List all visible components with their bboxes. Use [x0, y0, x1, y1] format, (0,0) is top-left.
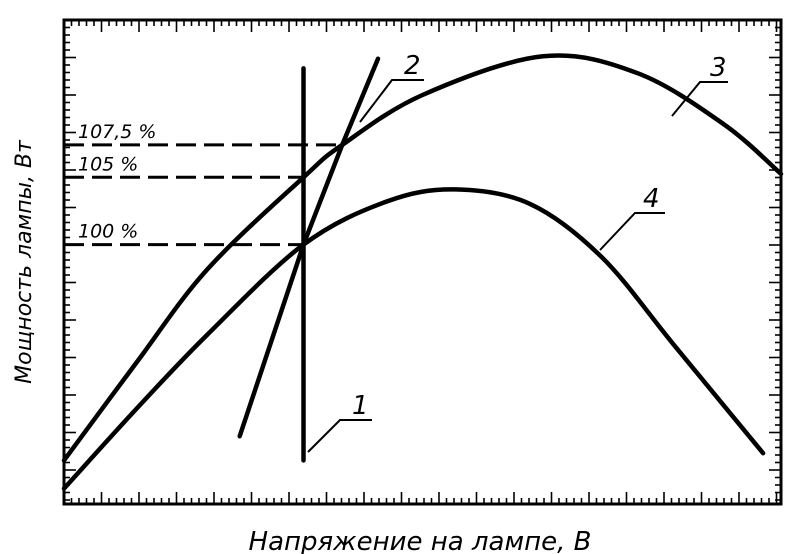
- axis-ticks: [64, 20, 781, 504]
- chart-labels: 100 % 105 % 107,5 % 1 2 3 4: [78, 51, 727, 421]
- series-3-line: [61, 53, 784, 463]
- series-2-line: [237, 56, 381, 439]
- curve-leaders: [307, 79, 728, 453]
- series-1-label: 1: [352, 391, 369, 421]
- series-curves: [61, 53, 784, 491]
- reference-label: 105 %: [78, 153, 138, 175]
- series-2-leader: [359, 79, 424, 123]
- plot-frame: [62, 18, 783, 506]
- reference-dashes: [64, 143, 343, 247]
- series-3-leader: [671, 81, 728, 117]
- series-3-label: 3: [710, 53, 727, 83]
- series-2-label: 2: [404, 51, 421, 81]
- series-4-leader: [599, 212, 665, 251]
- reference-label: 100 %: [78, 221, 138, 243]
- x-axis-title: Напряжение на лампе, В: [249, 527, 592, 554]
- series-4-line: [61, 187, 766, 491]
- y-axis-title: Мощность лампы, Вт: [12, 139, 37, 384]
- series-4-label: 4: [643, 184, 660, 214]
- reference-label: 107,5 %: [78, 121, 157, 143]
- series-1-leader: [307, 419, 372, 453]
